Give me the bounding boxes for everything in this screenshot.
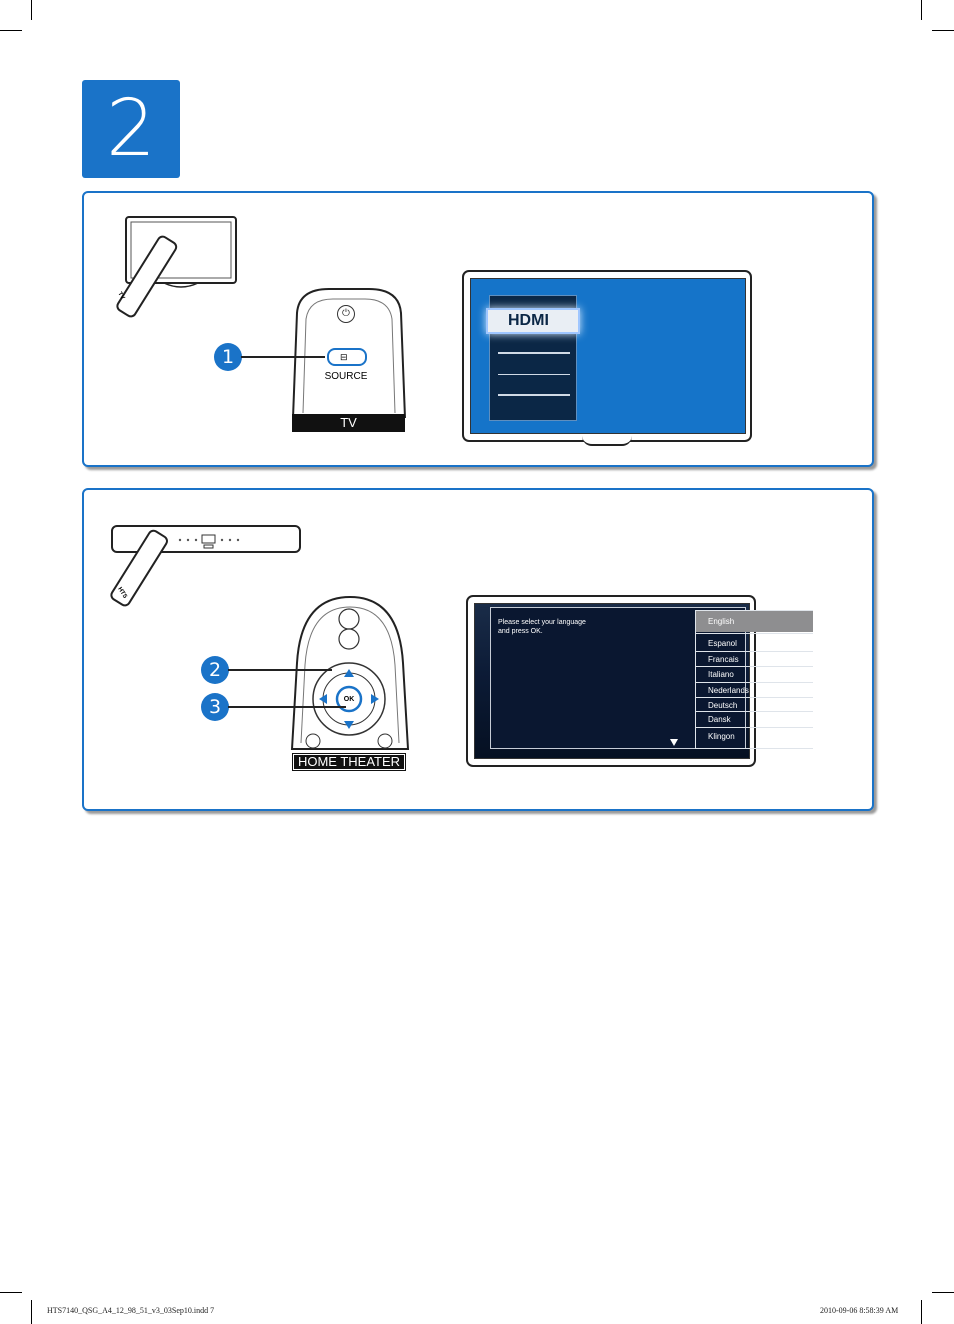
menu-divider (498, 352, 570, 354)
crop-mark (921, 0, 922, 20)
language-item[interactable]: Klingon (696, 727, 813, 749)
power-icon[interactable]: ⏻ (337, 305, 355, 323)
crop-mark (31, 0, 32, 20)
ht-device-label: HOME THEATER (292, 753, 406, 771)
callout-3: 3 (201, 693, 229, 721)
crop-mark (932, 30, 954, 31)
language-item[interactable]: Deutsch (696, 697, 813, 712)
crop-mark (0, 1292, 22, 1293)
language-item[interactable]: Espanol (696, 633, 813, 650)
language-item[interactable]: Dansk (696, 711, 813, 726)
callout-leader-line (228, 706, 346, 708)
source-label: SOURCE (324, 371, 368, 382)
scroll-down-icon[interactable] (670, 739, 678, 746)
nav-up-button[interactable] (342, 670, 356, 680)
footer-filename: HTS7140_QSG_A4_12_98_51_v3_03Sep10.indd … (47, 1306, 215, 1315)
ht-panel: HTS OK 2 3 HOME THEATER Please select yo… (82, 488, 874, 811)
tv-screen: HDMI (470, 278, 746, 434)
menu-divider (498, 394, 570, 396)
crop-mark (932, 1292, 954, 1293)
language-item[interactable]: Italiano (696, 666, 813, 681)
ok-button[interactable]: OK (343, 696, 355, 703)
crop-mark (31, 1300, 32, 1324)
ht-remote (290, 595, 410, 750)
tv-panel: TV ⏻ ⊟ SOURCE 1 TV HDMI (82, 191, 874, 467)
tv-screen-frame: HDMI (462, 270, 752, 446)
language-item[interactable]: Nederlands (696, 682, 813, 697)
callout-2: 2 (201, 656, 229, 684)
tv-device-label: TV (292, 414, 405, 432)
footer-timestamp: 2010-09-06 8:58:39 AM (820, 1306, 899, 1315)
menu-divider (498, 374, 570, 375)
callout-leader-line (228, 669, 332, 671)
language-list-divider (695, 610, 696, 749)
step-number: 2 (106, 84, 156, 174)
source-button[interactable]: ⊟ (327, 348, 367, 366)
tv-stand (582, 436, 632, 446)
source-menu: HDMI (486, 295, 580, 421)
callout-leader-line (241, 356, 325, 358)
callout-1: 1 (214, 343, 242, 371)
tv-illustration (116, 216, 237, 318)
source-icon: ⊟ (340, 352, 348, 362)
language-item[interactable]: Francais (696, 651, 813, 666)
crop-mark (0, 30, 22, 31)
language-item-selected[interactable]: English (696, 610, 813, 632)
menu-item-hdmi-label: HDMI (508, 312, 549, 329)
soundbar-illustration (110, 525, 301, 607)
language-prompt: Please select your language and press OK… (498, 619, 586, 635)
step-number-box: 2 (82, 80, 180, 178)
crop-mark (921, 1300, 922, 1324)
menu-item-hdmi[interactable]: HDMI (486, 308, 580, 334)
nav-down-button[interactable] (342, 720, 356, 730)
